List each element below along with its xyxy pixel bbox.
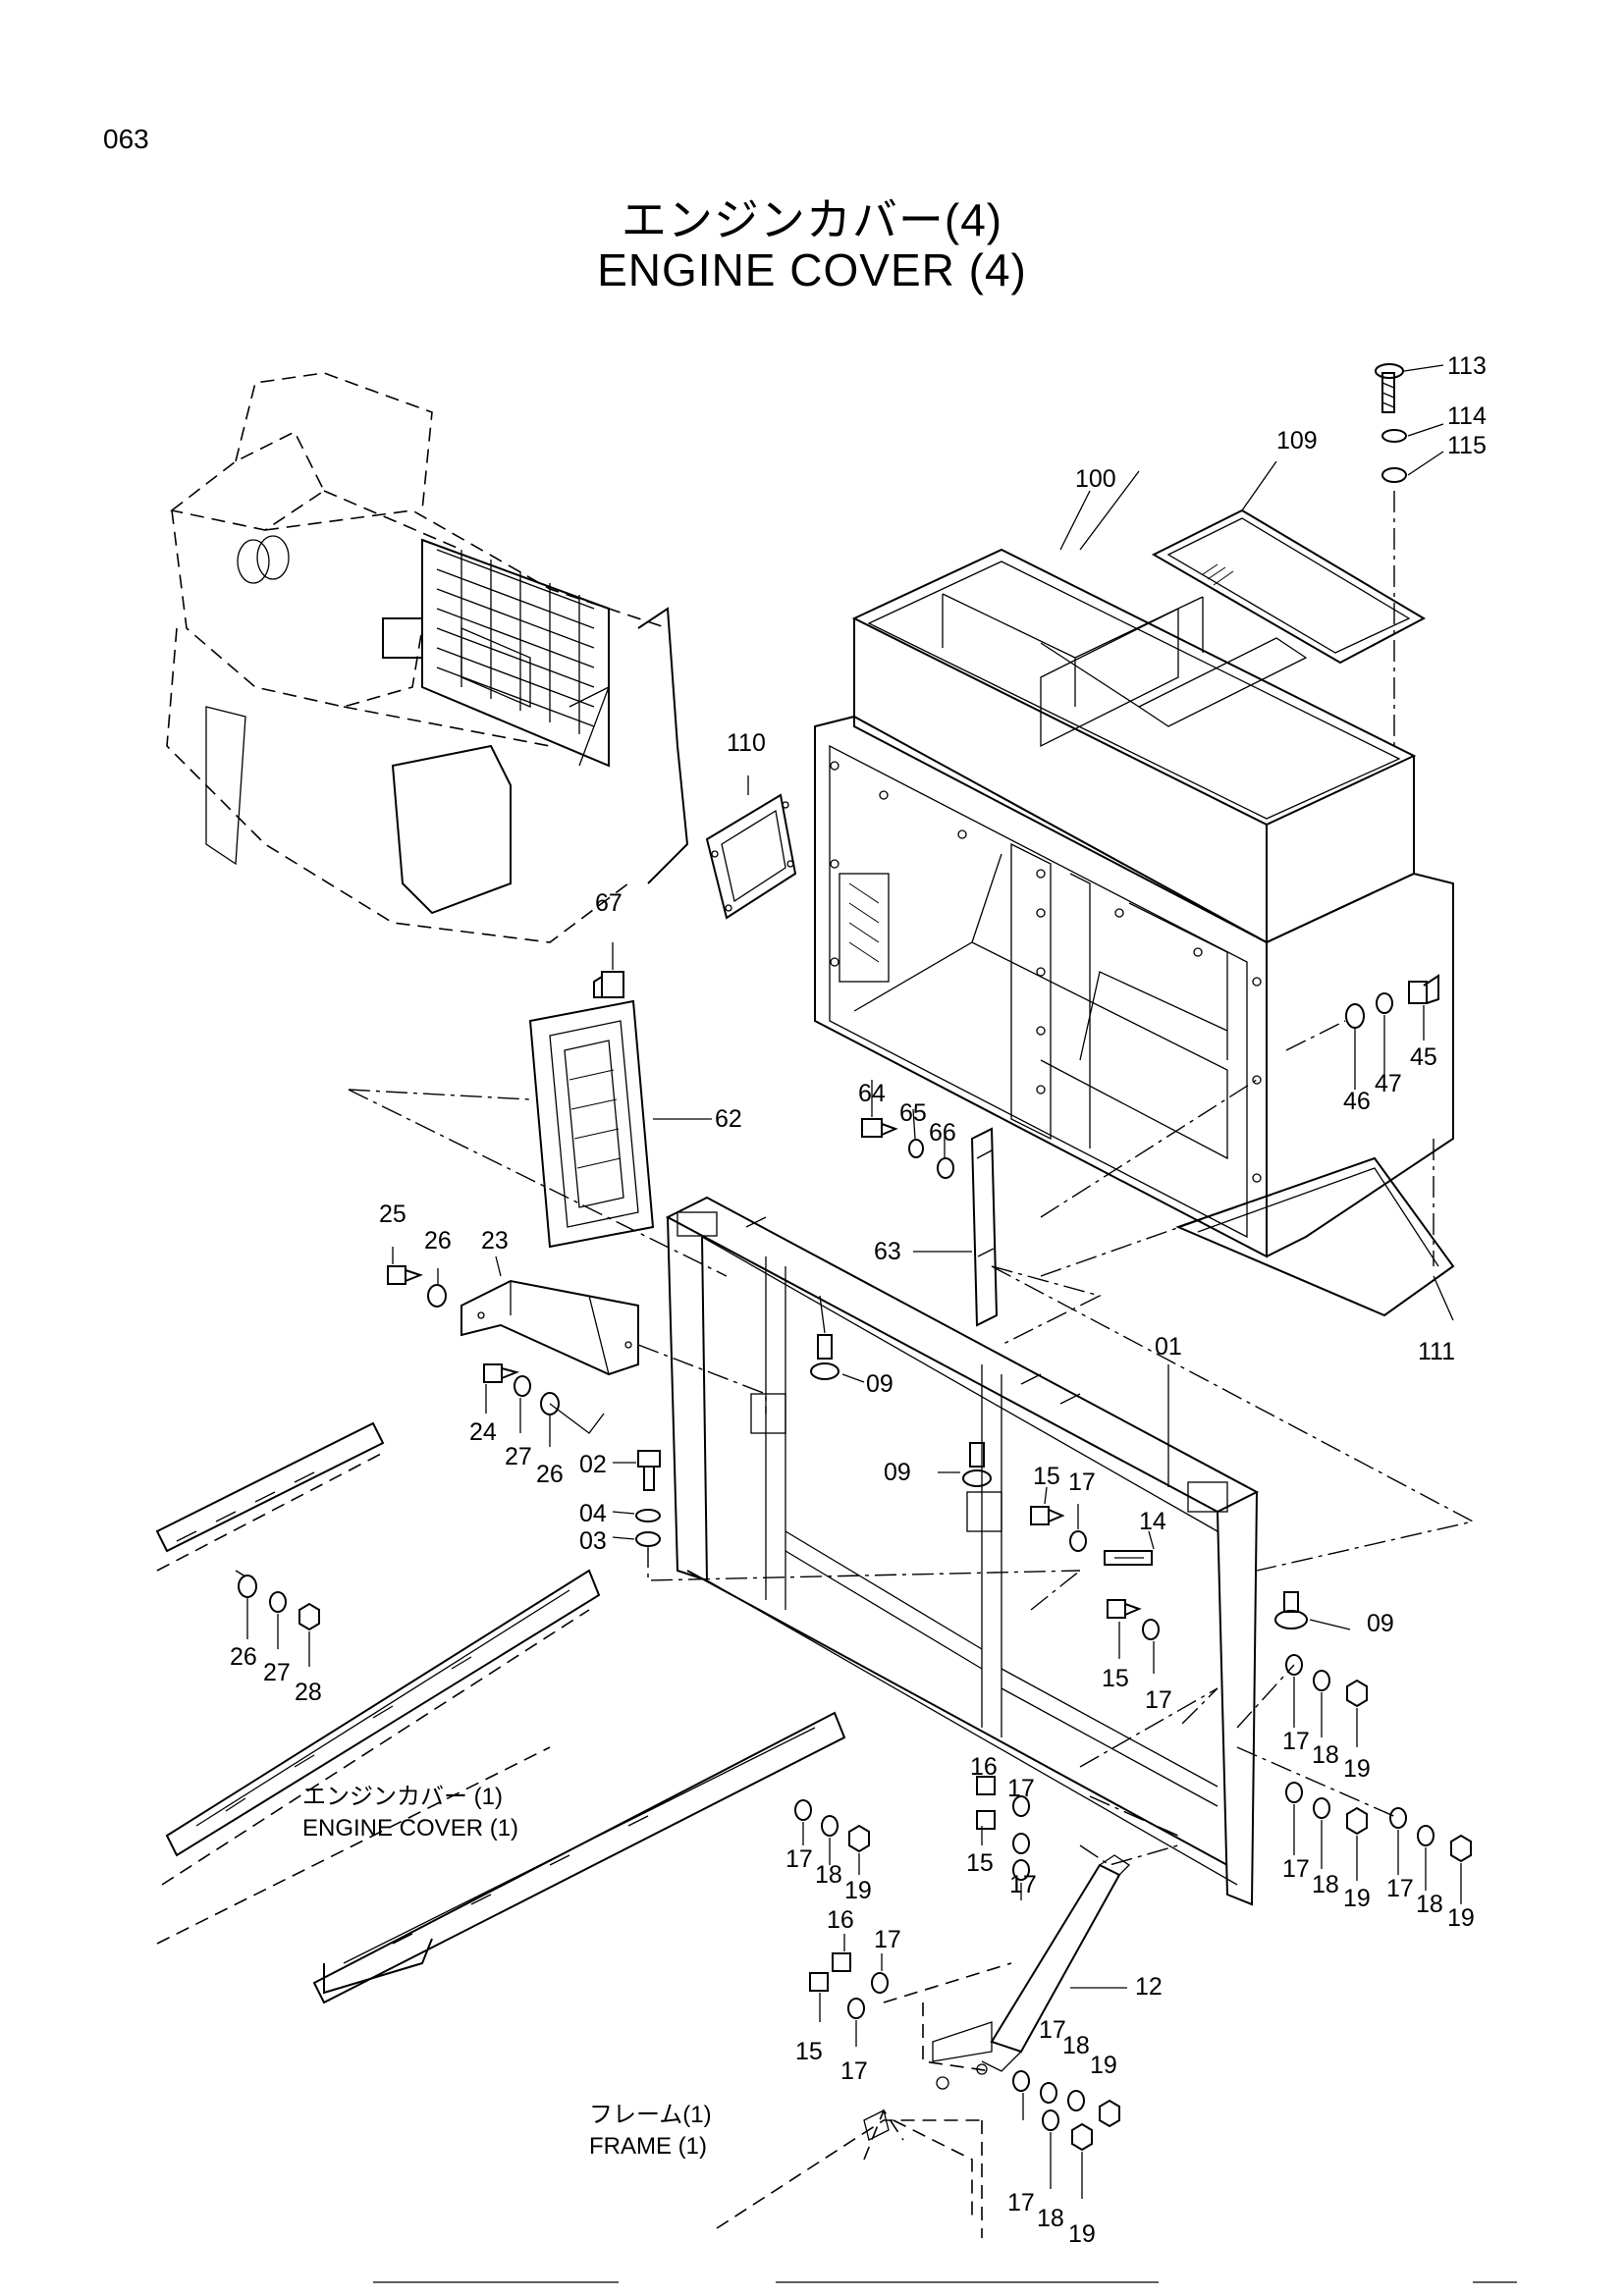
callout-17-a: 17 (1068, 1468, 1096, 1496)
callout-63: 63 (874, 1238, 901, 1265)
callout-62: 62 (715, 1105, 742, 1133)
callout-17-b: 17 (1145, 1686, 1172, 1714)
callout-09-b: 09 (884, 1459, 911, 1486)
frame-context-lower (716, 1962, 1012, 2238)
callout-18-d: 18 (815, 1861, 842, 1889)
callout-04: 04 (579, 1500, 607, 1527)
callout-26-middle: 26 (536, 1461, 564, 1488)
callout-15-d: 15 (795, 2038, 823, 2065)
callout-23: 23 (481, 1227, 509, 1255)
callout-19-b: 19 (1343, 1885, 1371, 1912)
callout-17-e: 17 (1386, 1875, 1414, 1902)
title-japanese: エンジンカバー(4) (621, 194, 1003, 245)
fasteners-15-17-middle (794, 1776, 1030, 1900)
fasteners-24-27 (387, 1247, 605, 1447)
fasteners-14-17 (1030, 1486, 1160, 1674)
callout-18-f: 18 (1037, 2205, 1064, 2232)
main-cover-100 (814, 470, 1454, 1258)
machine-context-upper-left (166, 372, 689, 943)
bolt-67 (593, 942, 624, 998)
ref-engine-cover-ja: エンジンカバー (1) (302, 1784, 503, 1810)
callout-18-b: 18 (1312, 1871, 1339, 1898)
callout-17-l: 17 (1007, 2189, 1035, 2216)
callout-15-a: 15 (1033, 1463, 1060, 1490)
callout-17-i: 17 (874, 1926, 901, 1953)
bracket-23 (460, 1255, 767, 1414)
callout-16-a: 16 (970, 1753, 998, 1781)
callout-113: 113 (1447, 352, 1487, 380)
bolt-assembly-45-47 (1285, 974, 1439, 1090)
callout-26-upper: 26 (424, 1227, 452, 1255)
callout-46: 46 (1343, 1088, 1371, 1115)
callout-17-h: 17 (785, 1845, 813, 1873)
callout-17-f: 17 (1007, 1775, 1035, 1802)
bolt-assembly-113-115 (1375, 363, 1444, 746)
seal-63-and-fasteners-64-66 (861, 1079, 1258, 1346)
stay-12 (981, 1854, 1131, 2072)
filter-panel-62 (348, 999, 728, 1277)
callout-18-e: 18 (1062, 2032, 1090, 2059)
callout-66: 66 (929, 1119, 956, 1147)
callout-45: 45 (1410, 1043, 1437, 1071)
callout-numbers: 113 114 115 109 100 110 67 62 64 65 66 6… (230, 352, 1487, 2248)
callout-110: 110 (727, 729, 766, 757)
callout-67: 67 (595, 889, 623, 917)
reference-labels: エンジンカバー (1) ENGINE COVER (1) フレーム(1) FRA… (302, 1784, 712, 2160)
callout-17-c: 17 (1282, 1728, 1310, 1755)
callout-19-a: 19 (1343, 1755, 1371, 1783)
callout-19-d: 19 (844, 1877, 872, 1904)
ref-frame-en: FRAME (1) (589, 2133, 707, 2160)
callout-03: 03 (579, 1527, 607, 1555)
fasteners-15-17-bottom (809, 1934, 1120, 2199)
fasteners-02-04 (612, 1450, 1081, 1581)
callout-09-a: 09 (866, 1370, 893, 1398)
callout-18-a: 18 (1312, 1741, 1339, 1769)
callout-19-f: 19 (1068, 2220, 1096, 2248)
fasteners-26-28-left (235, 1570, 320, 1667)
callout-17-g: 17 (1009, 1871, 1037, 1898)
fasteners-17-19-right (1236, 1654, 1472, 1904)
callout-26-lower: 26 (230, 1643, 257, 1671)
callout-17-k: 17 (1039, 2016, 1066, 2044)
ref-frame-ja: フレーム(1) (589, 2102, 712, 2128)
callout-15-c: 15 (966, 1849, 994, 1877)
callout-12: 12 (1135, 1973, 1163, 2001)
title-english: ENGINE COVER (4) (597, 244, 1027, 295)
callout-02: 02 (579, 1451, 607, 1478)
callout-17-j: 17 (840, 2057, 868, 2085)
frame-rails-lower (155, 1421, 846, 2004)
ref-engine-cover-en: ENGINE COVER (1) (302, 1815, 518, 1842)
callout-01: 01 (1155, 1333, 1182, 1361)
callout-09-c: 09 (1367, 1610, 1394, 1637)
callout-115: 115 (1447, 432, 1487, 459)
callout-24: 24 (469, 1418, 497, 1446)
callout-28: 28 (295, 1679, 322, 1706)
callout-16-b: 16 (827, 1906, 854, 1934)
bolts-09 (810, 1295, 1351, 1630)
bottom-plate-111 (1040, 1139, 1455, 1321)
callout-27-upper: 27 (505, 1443, 532, 1470)
callout-65: 65 (899, 1099, 927, 1127)
page-number: 063 (103, 124, 149, 154)
callout-111: 111 (1418, 1338, 1455, 1365)
callout-17-d: 17 (1282, 1855, 1310, 1883)
main-frame-01 (665, 1196, 1475, 1906)
callout-14: 14 (1139, 1508, 1166, 1535)
callout-109: 109 (1276, 427, 1318, 454)
top-plate-109 (1151, 460, 1427, 665)
callout-15-b: 15 (1102, 1665, 1129, 1692)
callout-19-c: 19 (1447, 1904, 1475, 1932)
callout-27-lower: 27 (263, 1659, 291, 1686)
callout-114: 114 (1447, 402, 1487, 430)
callout-47: 47 (1375, 1070, 1402, 1097)
callout-64: 64 (858, 1080, 886, 1107)
callout-18-c: 18 (1416, 1891, 1443, 1918)
callout-19-e: 19 (1090, 2052, 1117, 2079)
callout-100: 100 (1075, 465, 1116, 493)
inspection-cover-110 (705, 775, 797, 920)
callout-25: 25 (379, 1201, 406, 1228)
